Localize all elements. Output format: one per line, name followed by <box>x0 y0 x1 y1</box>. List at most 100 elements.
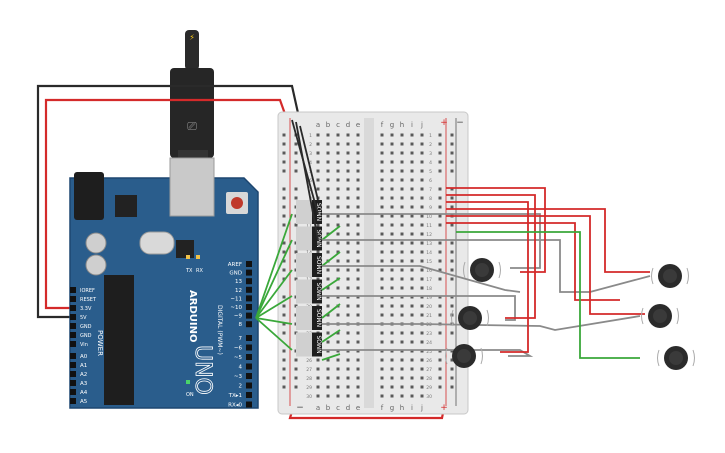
breadboard-hole <box>390 331 394 335</box>
breadboard-hole <box>346 268 350 272</box>
column-label: b <box>326 404 331 412</box>
breadboard-hole <box>420 241 424 245</box>
breadboard-hole <box>336 241 340 245</box>
row-number: 28 <box>306 376 312 382</box>
digital-pin <box>246 295 252 302</box>
breadboard-hole <box>356 169 360 173</box>
digital-pin-label: 2 <box>239 384 243 390</box>
breadboard-hole <box>356 394 360 398</box>
breadboard-hole <box>336 196 340 200</box>
breadboard-hole <box>400 160 404 164</box>
rail-hole <box>282 376 286 380</box>
breadboard-hole <box>420 160 424 164</box>
rail-hole <box>294 250 298 254</box>
digital-pin <box>246 354 252 360</box>
digital-pin-label: 12 <box>235 288 242 294</box>
row-number: 17 <box>426 277 432 283</box>
breadboard-hole <box>420 340 424 344</box>
breadboard-hole <box>380 232 384 236</box>
rail-hole <box>294 187 298 191</box>
breadboard-hole <box>420 133 424 137</box>
breadboard-hole <box>326 160 330 164</box>
analog-pin <box>70 380 76 386</box>
digital-label: DIGITAL (PWM~) <box>216 305 223 355</box>
breadboard-hole <box>356 313 360 317</box>
row-number: 3 <box>429 151 432 157</box>
breadboard-hole <box>316 142 320 146</box>
vibration-mark <box>463 261 466 279</box>
breadboard-hole <box>380 277 384 281</box>
breadboard-hole <box>390 268 394 272</box>
breadboard-hole <box>410 376 414 380</box>
breadboard-hole <box>410 241 414 245</box>
usb-icon: ⎚ <box>187 119 197 133</box>
breadboard-hole <box>410 250 414 254</box>
breadboard-hole <box>380 349 384 353</box>
breadboard-hole <box>326 367 330 371</box>
digital-pin-label: 7 <box>239 336 243 342</box>
breadboard-hole <box>336 259 340 263</box>
rail-hole <box>282 250 286 254</box>
breadboard-hole <box>316 169 320 173</box>
rail-hole <box>294 223 298 227</box>
breadboard-hole <box>410 286 414 290</box>
rail-hole <box>282 277 286 281</box>
rail-hole <box>294 385 298 389</box>
breadboard-hole <box>326 331 330 335</box>
breadboard-hole <box>420 187 424 191</box>
breadboard-hole <box>326 340 330 344</box>
breadboard-hole <box>400 241 404 245</box>
rail-hole <box>438 367 442 371</box>
rail-hole <box>282 268 286 272</box>
breadboard-hole <box>420 259 424 263</box>
rail-hole <box>450 304 454 308</box>
rail-hole <box>450 142 454 146</box>
breadboard-hole <box>336 205 340 209</box>
analog-pin <box>70 389 76 395</box>
on-led-label: ON <box>186 392 194 398</box>
breadboard-hole <box>346 394 350 398</box>
transistor-label: NMOS <box>317 256 324 274</box>
row-number: 9 <box>429 205 432 211</box>
rail-hole <box>438 250 442 254</box>
analog-pin-label: A5 <box>80 399 88 405</box>
transistor-body <box>312 253 322 277</box>
breadboard-hole <box>380 160 384 164</box>
power-pin-label: GND <box>80 324 92 330</box>
row-number: 30 <box>306 394 312 400</box>
row-number: 4 <box>429 160 432 166</box>
breadboard-hole <box>410 340 414 344</box>
breadboard-hole <box>326 232 330 236</box>
digital-pin-label: RX◂0 <box>228 403 242 409</box>
row-number: 24 <box>426 340 432 346</box>
breadboard-hole <box>380 214 384 218</box>
breadboard-hole <box>356 277 360 281</box>
column-label: d <box>346 404 350 412</box>
power-pin-label: 5V <box>80 315 87 321</box>
row-number: 21 <box>426 313 432 319</box>
breadboard-hole <box>326 268 330 272</box>
motor-center <box>463 311 477 325</box>
power-pin <box>70 323 76 329</box>
transistor-label: NMOS <box>317 335 324 353</box>
breadboard-hole <box>400 277 404 281</box>
breadboard-hole <box>390 205 394 209</box>
digital-pin-label: ~11 <box>230 296 242 302</box>
reset-button[interactable] <box>231 197 243 209</box>
transistor-label: NMOS <box>317 203 324 221</box>
rail-hole <box>282 259 286 263</box>
rail-hole <box>294 196 298 200</box>
digital-pin <box>246 261 252 267</box>
breadboard-hole <box>400 250 404 254</box>
rail-hole <box>438 304 442 308</box>
rail-hole <box>450 349 454 353</box>
breadboard-hole <box>346 304 350 308</box>
rail-minus-label: − <box>296 403 304 413</box>
breadboard-hole <box>326 151 330 155</box>
row-number: 29 <box>306 385 312 391</box>
power-label: POWER <box>96 330 104 356</box>
breadboard-hole <box>410 142 414 146</box>
row-number: 5 <box>429 169 432 175</box>
breadboard-hole <box>316 358 320 362</box>
